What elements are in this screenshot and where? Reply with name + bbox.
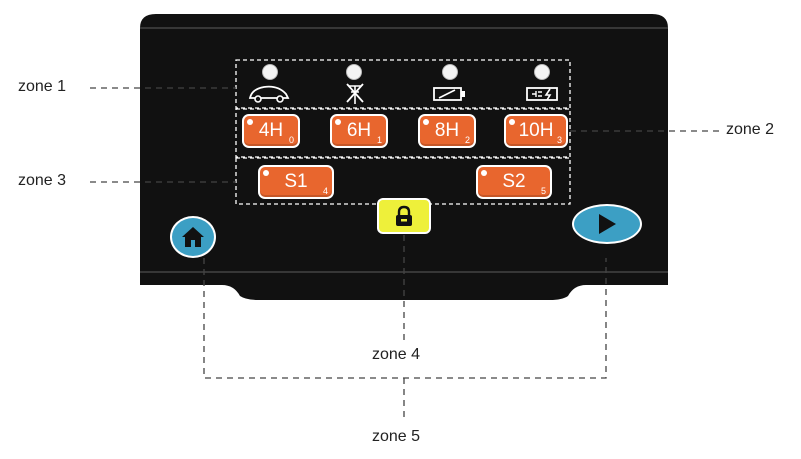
- key-8h[interactable]: 8H 2: [418, 114, 476, 148]
- key-indicator-dot: [263, 170, 269, 176]
- zone1-label: zone 1: [18, 78, 67, 95]
- key-4h-index: 0: [288, 135, 294, 145]
- led-no-signal: [346, 64, 362, 80]
- key-10h-index: 3: [556, 135, 562, 145]
- mower-icon: [248, 85, 290, 103]
- play-button[interactable]: [572, 204, 642, 244]
- key-8h-index: 2: [464, 135, 470, 145]
- lock-button[interactable]: [377, 198, 431, 234]
- key-6h-label: 6H: [346, 120, 372, 141]
- key-8h-label: 8H: [434, 120, 460, 141]
- key-6h-index: 1: [376, 135, 382, 145]
- key-s1[interactable]: S1 4: [258, 165, 334, 199]
- home-icon: [182, 227, 204, 247]
- zone2-label: zone 2: [726, 121, 775, 138]
- key-4h-label: 4H: [258, 120, 284, 141]
- key-indicator-dot: [247, 119, 253, 125]
- key-10h[interactable]: 10H 3: [504, 114, 568, 148]
- key-indicator-dot: [509, 119, 515, 125]
- key-indicator-dot: [481, 170, 487, 176]
- zone1-frame: [235, 59, 571, 109]
- led-mower: [262, 64, 278, 80]
- key-s2[interactable]: S2 5: [476, 165, 552, 199]
- key-4h[interactable]: 4H 0: [242, 114, 300, 148]
- led-battery: [442, 64, 458, 80]
- zone3-label: zone 3: [18, 172, 67, 189]
- key-indicator-dot: [335, 119, 341, 125]
- key-s1-index: 4: [322, 186, 328, 196]
- lock-icon: [396, 205, 412, 226]
- key-indicator-dot: [423, 119, 429, 125]
- zone5-bracket: [203, 258, 607, 379]
- key-6h[interactable]: 6H 1: [330, 114, 388, 148]
- led-charging: [534, 64, 550, 80]
- zone4-label: zone 4: [372, 346, 421, 363]
- key-s1-label: S1: [284, 171, 308, 192]
- zone5-label: zone 5: [372, 428, 421, 445]
- play-icon: [599, 214, 616, 234]
- home-button[interactable]: [170, 216, 216, 258]
- battery-low-icon: [433, 87, 465, 101]
- charging-icon: [526, 87, 558, 101]
- no-signal-icon: [346, 83, 364, 104]
- key-s2-label: S2: [502, 171, 526, 192]
- key-10h-label: 10H: [518, 120, 554, 141]
- zone2-frame: [235, 108, 571, 158]
- key-s2-index: 5: [540, 186, 546, 196]
